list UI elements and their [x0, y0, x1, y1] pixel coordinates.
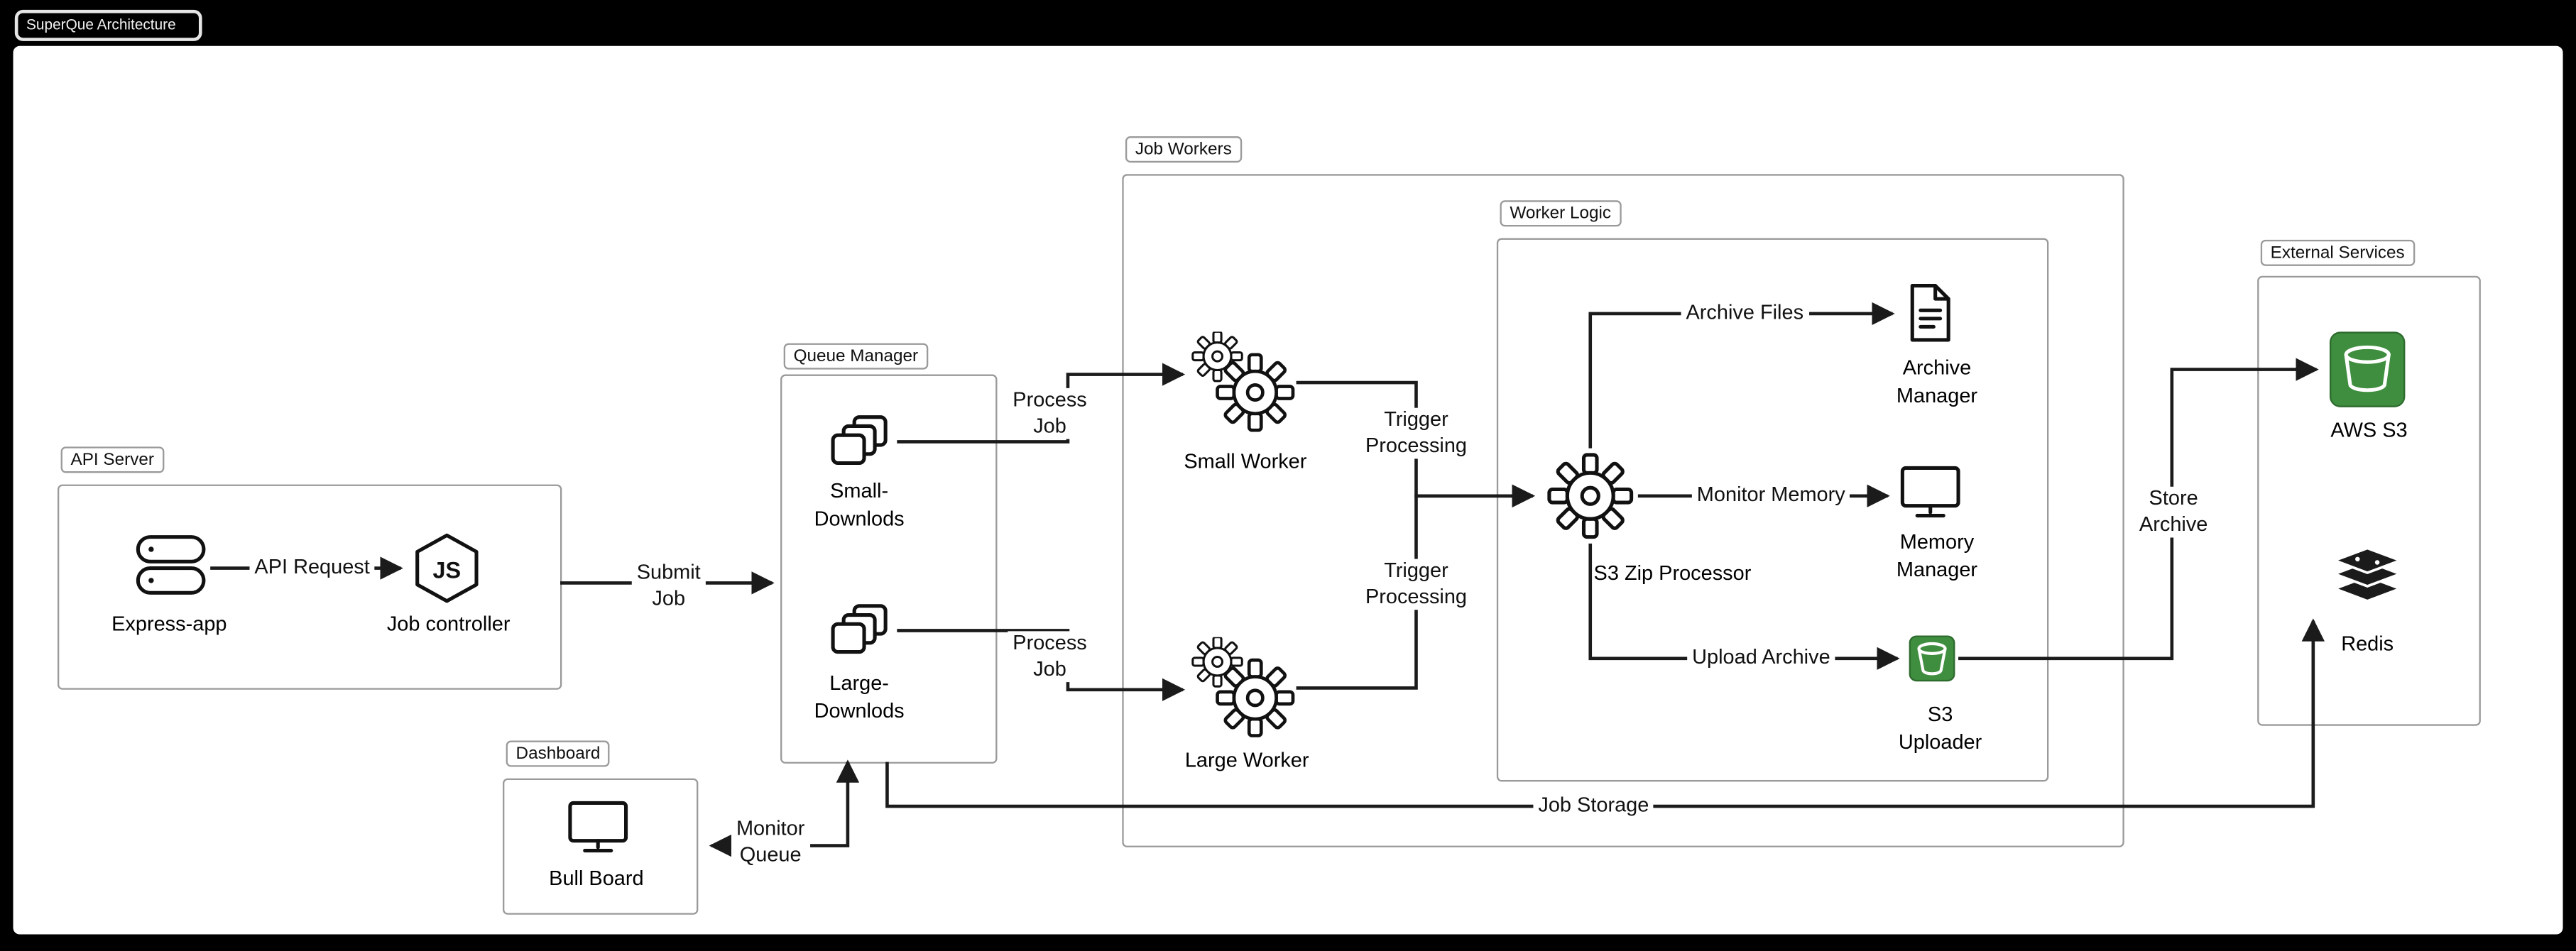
s3-zip-processor-gear-icon	[1547, 453, 1634, 539]
node-label-large-downloads: Large- Downlods	[814, 671, 905, 722]
node-label-redis: Redis	[2341, 632, 2394, 656]
archive-manager-document-icon	[1910, 284, 1950, 342]
aws-s3-icon	[2329, 331, 2406, 407]
node-label-small-worker: Small Worker	[1184, 449, 1307, 473]
s3-uploader-icon	[1909, 635, 1955, 682]
group-label-external-services: External Services	[2260, 239, 2415, 266]
group-label-dashboard: Dashboard	[506, 740, 611, 767]
memory-manager-monitor-icon	[1900, 466, 1960, 518]
node-label-large-worker: Large Worker	[1184, 749, 1309, 772]
group-label-worker-logic: Worker Logic	[1500, 200, 1621, 227]
edge-label-trigger-processing-small: Trigger Processing	[1360, 407, 1472, 459]
large-worker-gears-icon	[1191, 637, 1295, 737]
node-label-s3-uploader: S3 Uploader	[1898, 703, 1982, 754]
node-label-express: Express-app	[111, 612, 227, 636]
bull-board-monitor-icon	[568, 801, 628, 853]
group-label-job-workers: Job Workers	[1125, 136, 1242, 163]
edge-label-upload-archive: Upload Archive	[1687, 645, 1835, 671]
edge-label-store-archive: Store Archive	[2134, 486, 2213, 539]
group-label-queue-manager: Queue Manager	[783, 343, 929, 370]
edge-label-monitor-queue: Monitor Queue	[731, 816, 810, 869]
js-badge-text: JS	[433, 557, 462, 583]
express-icon	[136, 535, 206, 595]
group-dashboard	[503, 778, 699, 915]
large-downloads-icon	[831, 604, 888, 654]
redis-icon	[2331, 546, 2404, 603]
node-label-archive-manager: Archive Manager	[1896, 356, 1978, 407]
node-label-small-downloads: Small- Downlods	[814, 479, 905, 531]
small-worker-gears-icon	[1191, 331, 1295, 432]
node-label-memory-manager: Memory Manager	[1896, 530, 1978, 581]
edge-label-trigger-processing-large: Trigger Processing	[1360, 559, 1472, 610]
node-label-job-controller: Job controller	[386, 612, 511, 636]
diagram-title[interactable]: SuperQue Architecture	[14, 9, 202, 41]
node-label-s3-zip-processor: S3 Zip Processor	[1593, 561, 1752, 585]
edge-label-api-request: API Request	[249, 555, 375, 581]
node-label-bull-board: Bull Board	[549, 867, 644, 891]
edge-label-job-storage: Job Storage	[1533, 793, 1654, 820]
nodejs-icon: JS	[415, 533, 479, 603]
edge-label-submit-job: Submit Job	[631, 560, 706, 612]
edge-label-monitor-memory: Monitor Memory	[1691, 483, 1850, 509]
edge-label-archive-files: Archive Files	[1681, 300, 1808, 327]
edge-label-process-job-large: Process Job	[1008, 631, 1092, 683]
group-label-api-server: API Server	[60, 446, 164, 473]
group-api-server	[57, 484, 562, 690]
edge-label-process-job-small: Process Job	[1008, 387, 1092, 440]
small-downloads-icon	[831, 415, 888, 466]
node-label-aws-s3: AWS S3	[2330, 419, 2408, 442]
